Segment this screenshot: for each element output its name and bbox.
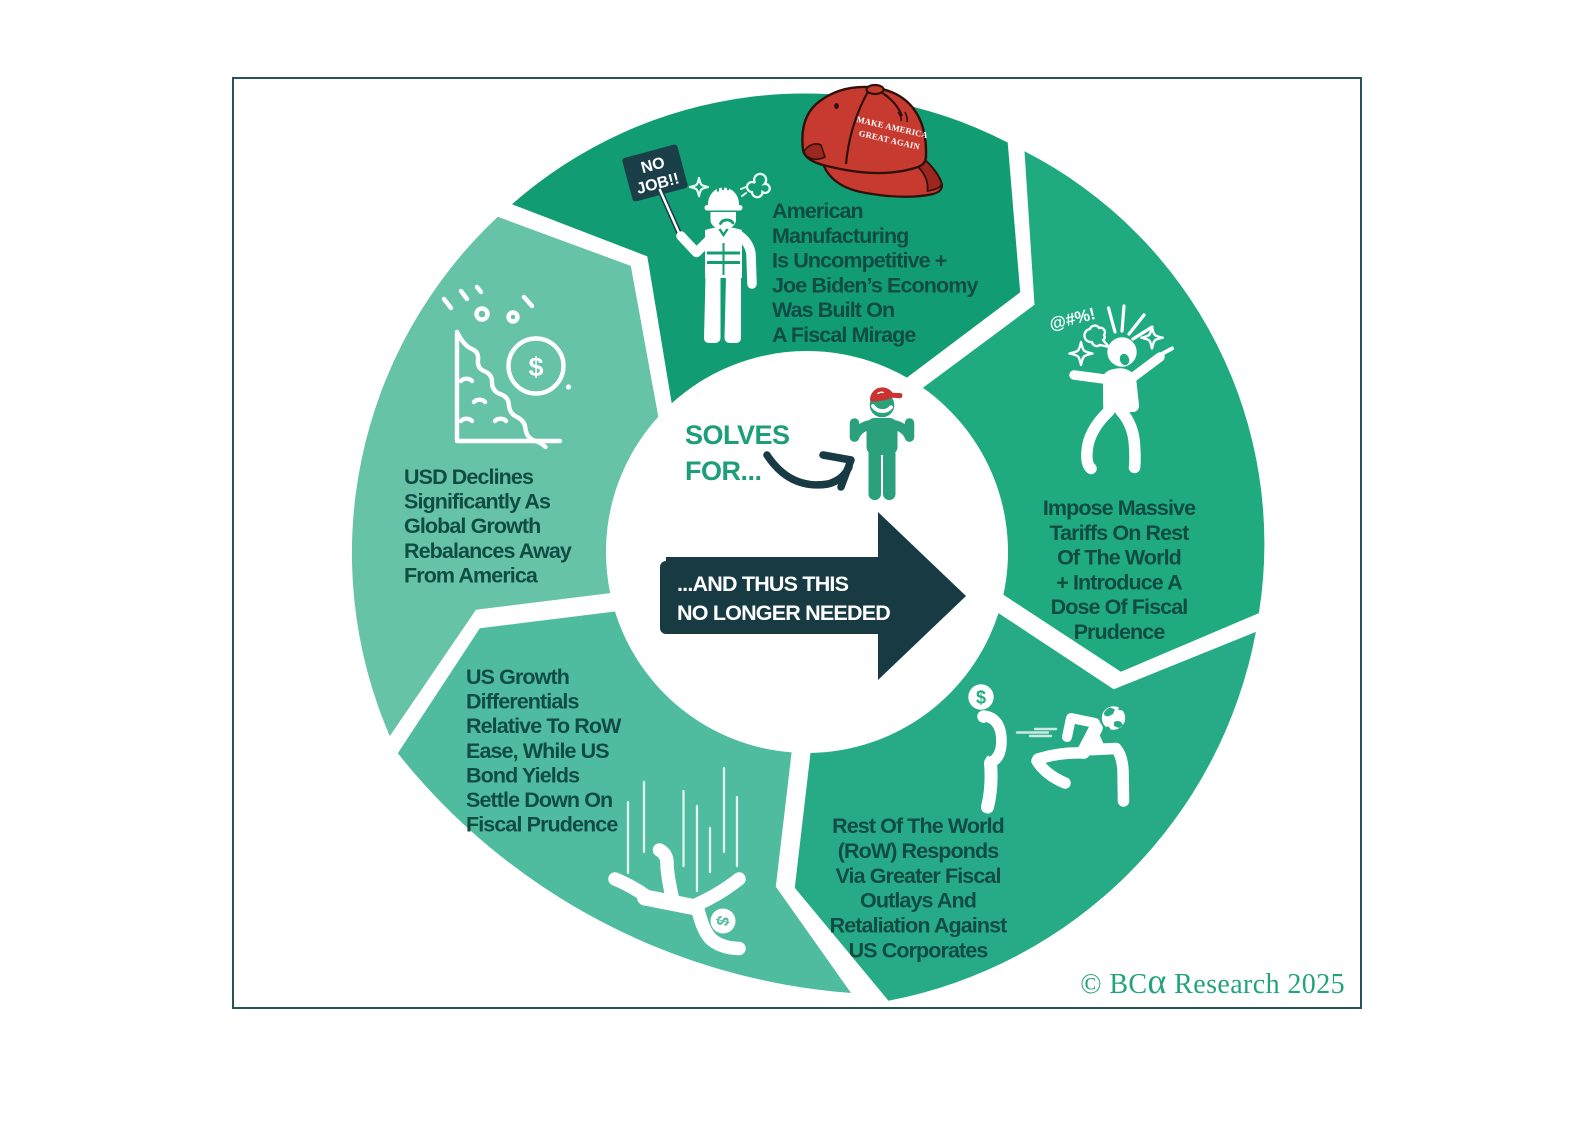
svg-text:Via Greater Fiscal: Via Greater Fiscal xyxy=(835,864,1000,888)
svg-text:US Corporates: US Corporates xyxy=(849,939,989,963)
svg-text:...AND THUS THIS: ...AND THUS THIS xyxy=(677,572,849,596)
svg-text:A Fiscal Mirage: A Fiscal Mirage xyxy=(772,323,916,347)
svg-text:Rest Of The World: Rest Of The World xyxy=(832,814,1004,838)
svg-text:NO LONGER NEEDED: NO LONGER NEEDED xyxy=(677,601,890,625)
svg-text:Prudence: Prudence xyxy=(1074,620,1166,644)
svg-text:Is Uncompetitive +: Is Uncompetitive + xyxy=(772,249,947,273)
svg-text:Settle Down On: Settle Down On xyxy=(466,788,612,812)
svg-text:Ease, While US: Ease, While US xyxy=(466,739,609,763)
svg-text:Impose Massive: Impose Massive xyxy=(1043,496,1196,520)
svg-text:FOR...: FOR... xyxy=(685,456,762,486)
svg-text:American: American xyxy=(772,199,863,223)
svg-text:$: $ xyxy=(976,688,986,708)
svg-text:Global Growth: Global Growth xyxy=(404,514,540,538)
svg-text:Joe Biden’s Economy: Joe Biden’s Economy xyxy=(772,273,978,297)
svg-text:Fiscal Prudence: Fiscal Prudence xyxy=(466,813,618,837)
svg-text:US Growth: US Growth xyxy=(466,665,569,689)
svg-text:Was Built On: Was Built On xyxy=(772,298,894,322)
svg-text:Differentials: Differentials xyxy=(466,690,579,714)
svg-text:From America: From America xyxy=(404,563,539,587)
svg-text:+ Introduce A: + Introduce A xyxy=(1056,570,1182,594)
svg-text:Relative To RoW: Relative To RoW xyxy=(466,714,622,738)
svg-text:Rebalances Away: Rebalances Away xyxy=(404,539,572,563)
svg-text:USD Declines: USD Declines xyxy=(404,465,534,489)
svg-text:NO: NO xyxy=(639,154,667,177)
svg-text:Manufacturing: Manufacturing xyxy=(772,224,908,248)
svg-text:Of The World: Of The World xyxy=(1057,546,1181,570)
svg-text:Dose Of Fiscal: Dose Of Fiscal xyxy=(1051,595,1188,619)
svg-text:Retaliation Against: Retaliation Against xyxy=(830,914,1008,938)
svg-text:SOLVES: SOLVES xyxy=(685,420,790,450)
svg-text:Outlays And: Outlays And xyxy=(860,889,976,913)
svg-text:Tariffs On Rest: Tariffs On Rest xyxy=(1049,521,1189,545)
svg-text:Significantly As: Significantly As xyxy=(404,490,551,514)
svg-text:(RoW) Responds: (RoW) Responds xyxy=(838,839,1000,863)
svg-text:Bond Yields: Bond Yields xyxy=(466,763,580,787)
svg-text:$: $ xyxy=(528,352,543,382)
